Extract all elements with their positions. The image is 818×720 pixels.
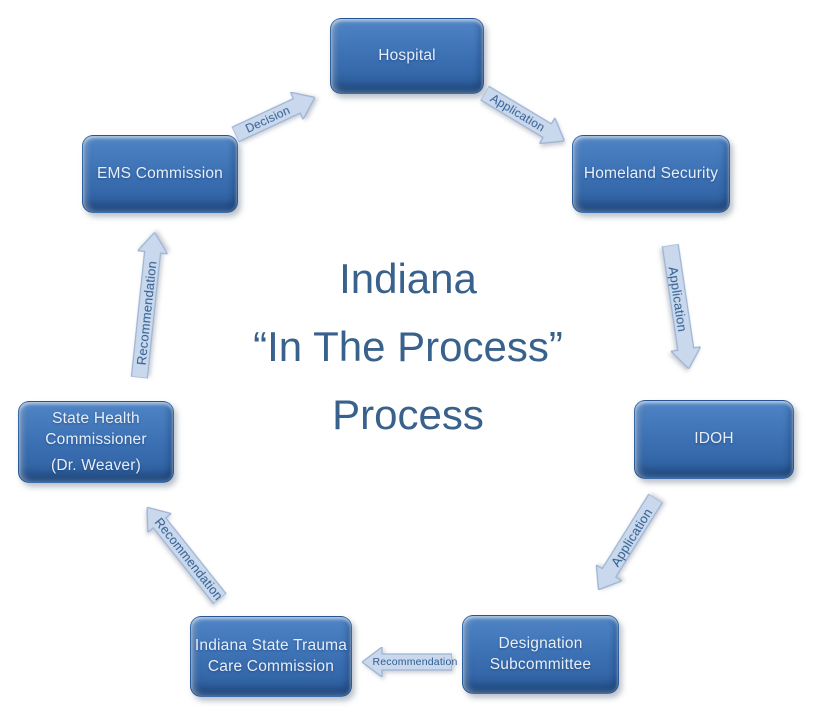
arrow-recommendation-designation-to-trauma-commission: Recommendation: [362, 647, 457, 677]
arrow-label-recommendation-2: Recommendation: [151, 515, 226, 604]
arrow-decision-ems-commission-to-hospital: Decision: [229, 84, 321, 148]
title-line-3: Process: [332, 391, 484, 438]
node-designation-subcommittee-label: Designation Subcommittee: [489, 634, 592, 673]
node-ems-commission-label: EMS Commission: [97, 164, 223, 182]
node-ems-commission: EMS Commission: [82, 135, 238, 213]
node-idoh: IDOH: [634, 400, 794, 479]
arrow-recommendation-trauma-commission-to-commissioner: Recommendation: [135, 498, 231, 608]
node-hospital-label: Hospital: [378, 46, 436, 64]
node-homeland-security-label: Homeland Security: [583, 164, 719, 182]
node-designation-subcommittee: Designation Subcommittee: [462, 615, 619, 694]
node-state-health-commissioner-label: State Health Commissioner: [45, 410, 147, 448]
node-state-health-commissioner-sublabel: (Dr. Weaver): [51, 456, 141, 474]
arrow-label-recommendation-1: Recommendation: [372, 656, 458, 668]
arrow-application-idoh-to-designation-subcommittee: Application: [586, 490, 669, 597]
node-indiana-state-trauma-care-commission: Indiana State Trauma Care Commission: [190, 616, 352, 697]
arrow-recommendation-commissioner-to-ems-commission: Recommendation: [124, 231, 169, 380]
arrow-application-homeland-security-to-idoh: Application: [655, 243, 703, 371]
node-homeland-security: Homeland Security: [572, 135, 730, 213]
title-line-2: “In The Process”: [253, 323, 563, 370]
arrow-application-hospital-to-homeland-security: Application: [477, 80, 572, 154]
node-hospital: Hospital: [330, 18, 484, 94]
node-state-health-commissioner: State Health Commissioner (Dr. Weaver): [18, 401, 174, 483]
title-line-1: Indiana: [339, 255, 477, 302]
node-idoh-label: IDOH: [694, 430, 734, 448]
node-trauma-commission-label: Indiana State Trauma Care Commission: [194, 636, 348, 675]
diagram-title: Indiana “In The Process” Process: [208, 245, 608, 449]
